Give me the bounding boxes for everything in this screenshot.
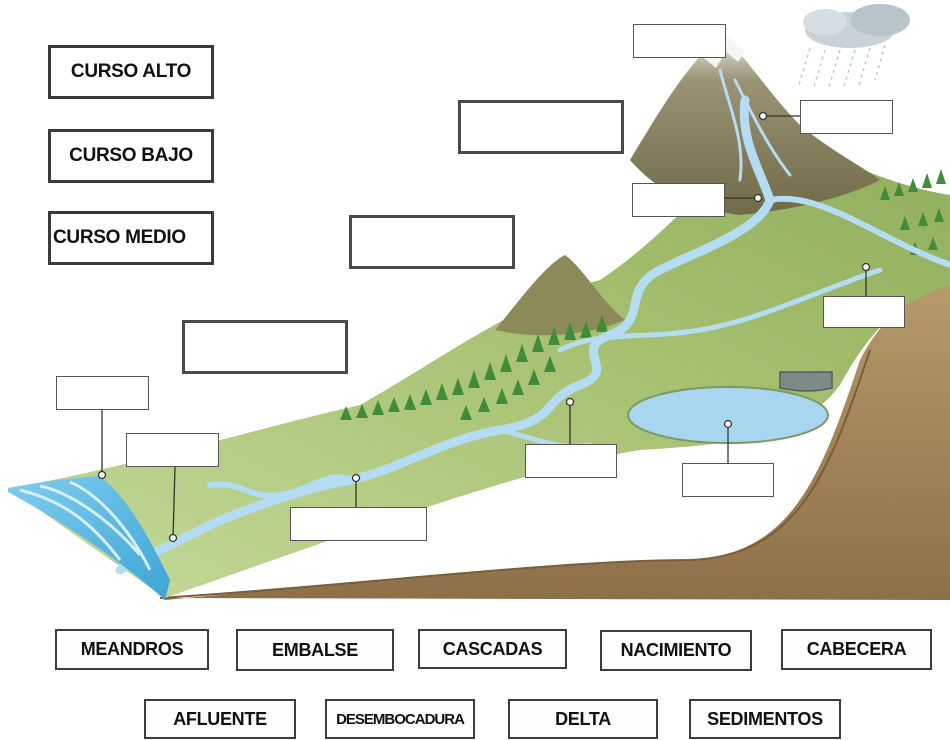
delta-channels — [19, 480, 152, 571]
river-system — [115, 68, 950, 575]
word-chip-meandros[interactable]: MEANDROS — [55, 629, 209, 670]
course-label-medio[interactable]: CURSO MEDIO — [48, 211, 214, 265]
answer-box-mouth[interactable] — [126, 433, 219, 467]
answer-box-cascadas-area[interactable] — [800, 100, 893, 134]
word-chip-cabecera[interactable]: CABECERA — [781, 629, 932, 670]
course-label-bajo[interactable]: CURSO BAJO — [48, 129, 214, 183]
landscape-surface — [8, 140, 950, 598]
answer-box-nacimiento-area[interactable] — [633, 24, 726, 58]
word-chip-sedimentos[interactable]: SEDIMENTOS — [689, 699, 841, 739]
word-chip-afluente[interactable]: AFLUENTE — [144, 699, 296, 739]
course-answer-box-1[interactable] — [458, 100, 624, 154]
forest — [340, 169, 946, 420]
sea-delta — [8, 476, 170, 600]
word-chip-nacimiento[interactable]: NACIMIENTO — [600, 630, 752, 671]
dam-wall — [779, 371, 833, 392]
ground-cross-section — [160, 285, 950, 600]
course-answer-box-2[interactable] — [349, 215, 515, 269]
word-chip-delta[interactable]: DELTA — [508, 699, 658, 739]
answer-box-sediments[interactable] — [290, 507, 427, 541]
small-hill — [495, 255, 625, 336]
word-chip-desembocadura[interactable]: DESEMBOCADURA — [325, 699, 475, 739]
rain-cloud — [797, 4, 910, 91]
course-label-alto[interactable]: CURSO ALTO — [48, 45, 214, 99]
word-chip-embalse[interactable]: EMBALSE — [236, 629, 394, 671]
leader-lines — [97, 111, 871, 543]
ground-bottom-edge — [159, 349, 871, 599]
answer-box-tributary[interactable] — [823, 296, 905, 328]
word-chip-cascadas[interactable]: CASCADAS — [418, 629, 567, 669]
course-answer-box-3[interactable] — [182, 320, 348, 374]
answer-box-meanders[interactable] — [525, 444, 617, 478]
answer-box-delta[interactable] — [56, 376, 149, 410]
answer-box-reservoir[interactable] — [682, 463, 774, 497]
main-mountain — [630, 35, 880, 215]
answer-box-upper-river[interactable] — [632, 183, 725, 217]
